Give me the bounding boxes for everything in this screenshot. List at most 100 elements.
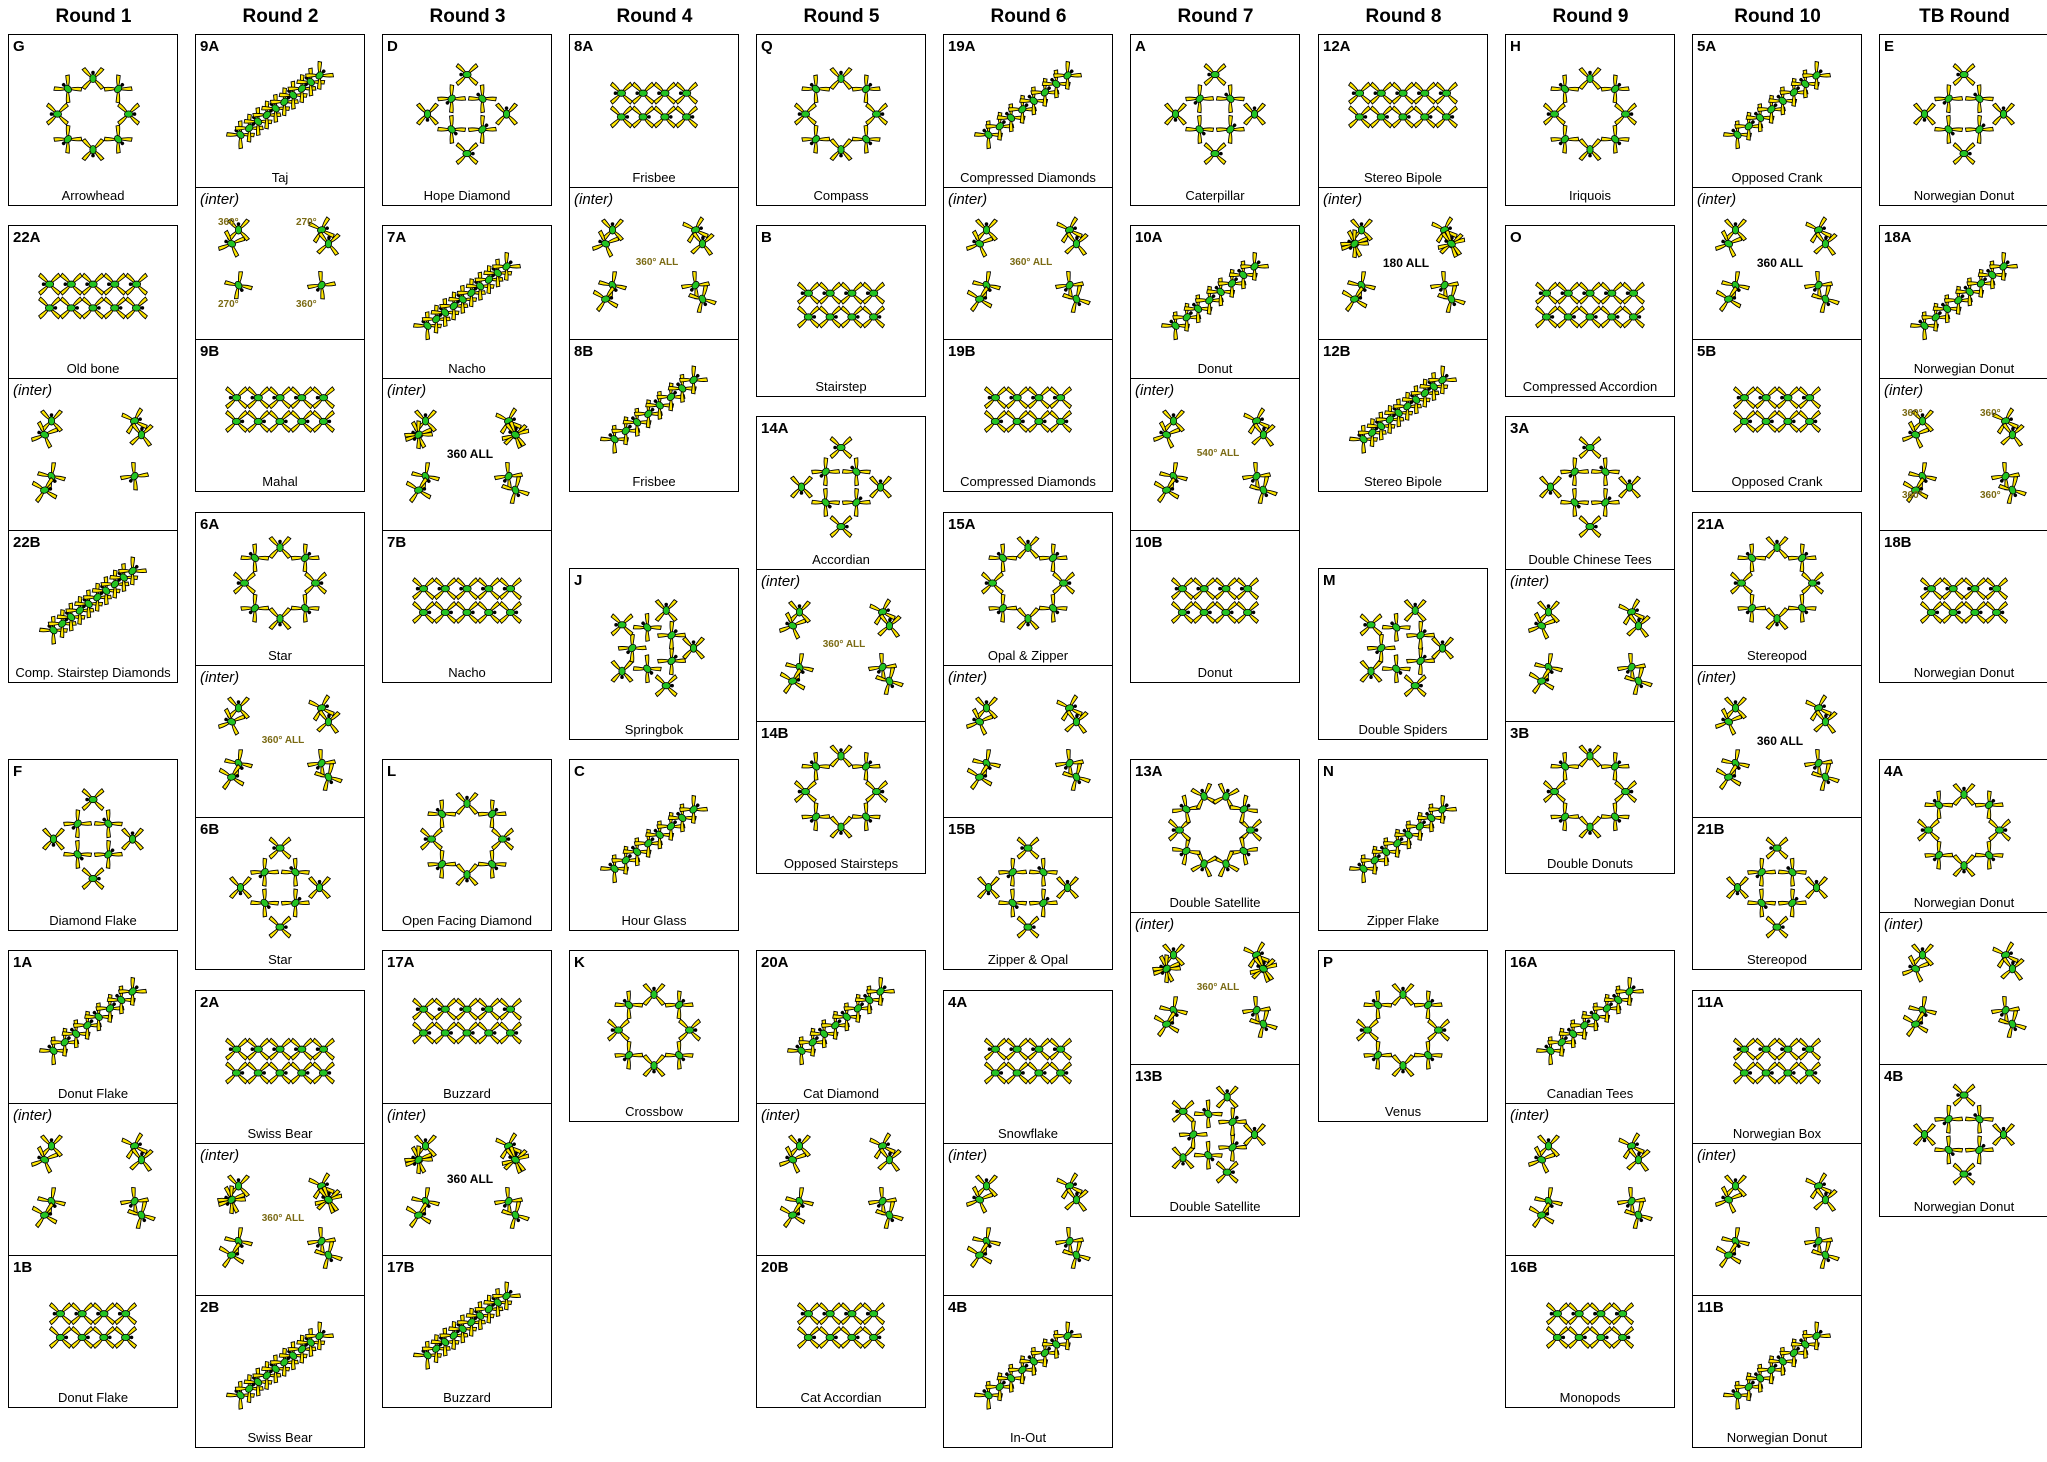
jumper xyxy=(1163,410,1185,432)
formation-name: Springbok xyxy=(570,722,738,737)
jumper xyxy=(226,1038,248,1060)
formation-id: (inter) xyxy=(948,1147,987,1164)
jumper xyxy=(62,839,93,870)
formation-id: 17B xyxy=(387,1259,415,1276)
rotation-label: 360° xyxy=(1980,409,2001,419)
formation-diagram xyxy=(383,35,551,205)
formation-cell: 4ASnowflake xyxy=(944,991,1112,1143)
jumper xyxy=(1215,602,1237,624)
jumper xyxy=(1986,578,2008,600)
formation-id: 1A xyxy=(13,954,32,971)
jumper xyxy=(1615,781,1637,803)
jumper xyxy=(1184,114,1215,145)
formation-id: (inter) xyxy=(948,669,987,686)
jumper xyxy=(1618,1132,1645,1159)
jumper xyxy=(456,578,478,600)
jumper xyxy=(1746,888,1777,919)
formation-id: 3A xyxy=(1510,420,1529,437)
formation-id: F xyxy=(13,763,22,780)
jumper xyxy=(1736,593,1767,624)
jumper xyxy=(126,273,148,295)
formation-name: Stereopod xyxy=(1693,648,1861,663)
jumper xyxy=(1557,282,1579,304)
formation-name: Buzzard xyxy=(383,1390,551,1405)
formation-id: 9A xyxy=(200,38,219,55)
formation-block: 6AStar(inter)360° ALL6BStar xyxy=(195,512,365,970)
formation-diagram xyxy=(944,513,1112,665)
jumper xyxy=(1050,387,1072,409)
formation-cell: 11BNorwegian Donut xyxy=(1693,1295,1861,1447)
jumper xyxy=(1349,106,1371,128)
jumper xyxy=(39,273,61,295)
formation-diagram xyxy=(1319,35,1487,187)
jumper xyxy=(47,608,78,639)
jumper xyxy=(1374,404,1405,435)
formation-diagram xyxy=(1319,340,1487,491)
formation-block: 14AAccordian(inter)360° ALL14BOpposed St… xyxy=(756,416,926,874)
jumper xyxy=(1244,1124,1266,1146)
formation-diagram xyxy=(1131,35,1299,205)
jumper xyxy=(976,219,998,241)
jumper xyxy=(611,82,633,104)
jumper xyxy=(1204,64,1226,86)
formation-block: 4ASnowflake(inter)4BIn-Out xyxy=(943,990,1113,1448)
formation-diagram xyxy=(196,340,364,491)
formation-id: 16A xyxy=(1510,954,1538,971)
formation-cell: 16ACanadian Tees xyxy=(1506,951,1674,1103)
jumper xyxy=(243,1367,274,1398)
formation-id: 6A xyxy=(200,516,219,533)
jumper xyxy=(841,1327,863,1349)
jumper xyxy=(287,73,318,104)
jumper xyxy=(851,751,882,782)
jumper xyxy=(1017,608,1039,630)
formation-diagram xyxy=(1693,991,1861,1143)
rotation-label: 360 ALL xyxy=(445,1174,495,1184)
formation-diagram xyxy=(1319,760,1487,930)
formation-id: 13B xyxy=(1135,1068,1163,1085)
jumper xyxy=(93,839,124,870)
formation-cell: 16BMonopods xyxy=(1506,1255,1674,1407)
jumper xyxy=(1964,83,1995,114)
jumper xyxy=(1017,916,1039,938)
jumper xyxy=(1923,790,1954,821)
jumper xyxy=(52,74,83,105)
formation-id: (inter) xyxy=(1135,382,1174,399)
formation-name: Opposed Crank xyxy=(1693,474,1861,489)
formation-diagram xyxy=(196,991,364,1143)
jumper xyxy=(291,1062,313,1084)
formation-id: M xyxy=(1323,572,1336,589)
jumper xyxy=(1362,1040,1393,1071)
jumper xyxy=(613,1040,644,1071)
formation-id: (inter) xyxy=(1510,573,1549,590)
rotation-label: 360 ALL xyxy=(445,449,495,459)
formation-cell: 17B Buzzard xyxy=(383,1255,551,1407)
jumper xyxy=(1766,608,1788,630)
formation-block: 2ASwiss Bear(inter)360° ALL2BSwiss Bear xyxy=(195,990,365,1448)
jumper xyxy=(1612,1303,1634,1325)
jumper xyxy=(1623,282,1645,304)
formation-diagram xyxy=(570,340,738,491)
formation-id: 8B xyxy=(574,343,593,360)
intermediate-cell: (inter) xyxy=(944,1143,1112,1295)
round-title: Round 9 xyxy=(1497,6,1684,28)
round-title: Round 5 xyxy=(748,6,935,28)
round-title: Round 4 xyxy=(561,6,748,28)
rotation-label: 360° ALL xyxy=(258,1214,308,1224)
jumper xyxy=(495,1132,522,1159)
round-title: Round 6 xyxy=(935,6,1122,28)
formation-block: 18ANorwegian Donut(inter)360°360°360°360… xyxy=(1879,225,2047,683)
jumper xyxy=(1964,602,1986,624)
formation-diagram xyxy=(570,951,738,1121)
formation-id: 5A xyxy=(1697,38,1716,55)
formation-diagram xyxy=(9,379,177,530)
jumper xyxy=(269,916,291,938)
jumper xyxy=(39,297,61,319)
jumper xyxy=(1933,1135,1964,1166)
formation-cell: JSpringbok xyxy=(570,569,738,739)
formation-diagram xyxy=(383,226,551,378)
jumper xyxy=(1766,837,1788,859)
formation-diagram xyxy=(1506,35,1674,205)
jumper xyxy=(1362,990,1393,1021)
jumper xyxy=(1056,216,1083,243)
